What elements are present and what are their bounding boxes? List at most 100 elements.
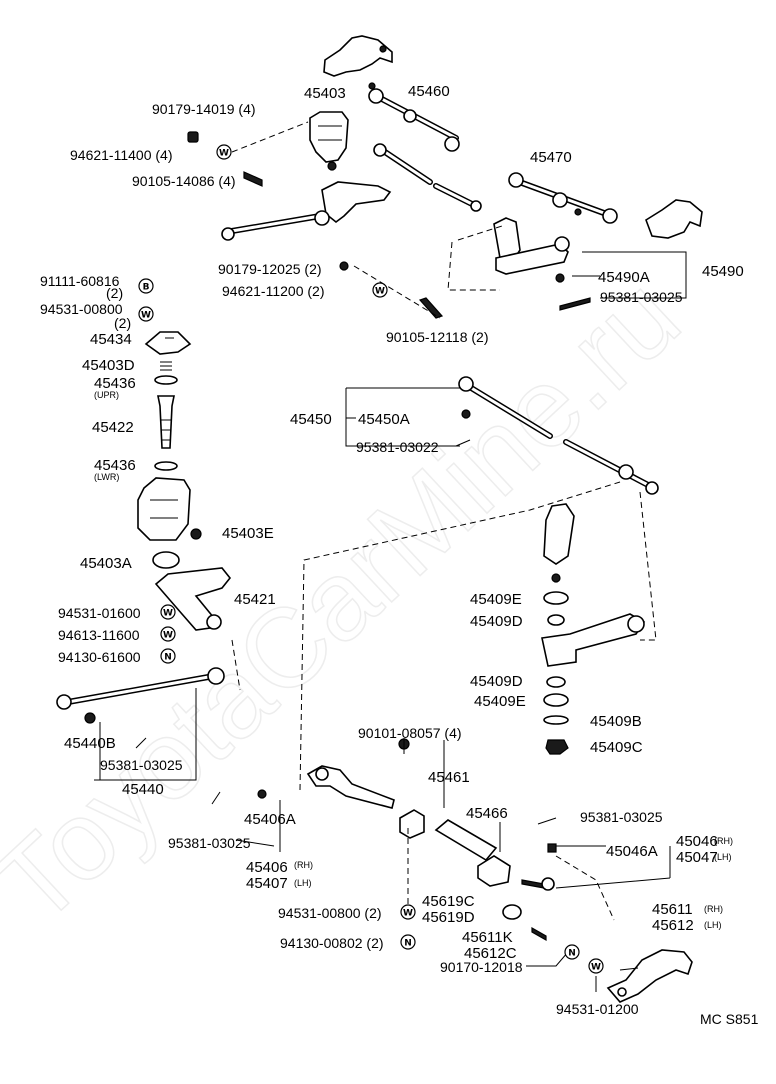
washer-upr-drawing (154, 375, 178, 385)
label-94531-00800-qty: (2) (114, 315, 131, 331)
washer-symbol: W (163, 609, 173, 619)
label-45409e-bottom: 45409E (474, 693, 526, 710)
label-45406a: 45406A (244, 811, 296, 828)
label-45612: 45612 (652, 917, 694, 934)
tie-rod-end-45406-drawing (211, 765, 395, 809)
diagram-code: MC S851 (700, 1011, 759, 1027)
label-95381-03025: 95381-03025 (600, 289, 683, 305)
label-45409b: 45409B (590, 713, 642, 730)
label-94531-00800-b: 94531-00800 (2) (278, 905, 382, 921)
label-45460: 45460 (408, 83, 450, 100)
label-91111-60816-qty: (2) (106, 285, 123, 301)
washer-symbol: W (163, 631, 173, 641)
spring-45403d-drawing (160, 361, 172, 371)
label-45436-upr: 45436 (94, 375, 136, 392)
label-94531-01600: 94531-01600 (58, 605, 141, 621)
label-upr: (UPR) (94, 390, 119, 400)
label-45409e-top: 45409E (470, 591, 522, 608)
label-94130-00802: 94130-00802 (2) (280, 935, 384, 951)
label-45409d-top: 45409D (470, 613, 523, 630)
label-lh-2: (LH) (294, 878, 312, 888)
frame-bracket-top-drawing (323, 35, 393, 77)
label-45450: 45450 (290, 411, 332, 428)
label-45403d: 45403D (82, 357, 135, 374)
label-90170-12018: 90170-12018 (440, 959, 523, 975)
shaft-45422-drawing (157, 395, 175, 449)
knuckle-arm-45611-drawing (606, 949, 693, 1003)
idler-plate-45434-drawing (144, 331, 192, 355)
bolt-symbol: B (143, 283, 150, 293)
label-95381-03025-b: 95381-03025 (100, 757, 183, 773)
label-lwr: (LWR) (94, 472, 119, 482)
damper-bracket-drawing (399, 809, 425, 839)
label-45403a: 45403A (80, 555, 132, 572)
label-90179-12025: 90179-12025 (2) (218, 261, 322, 277)
bushing-45403a-drawing (152, 551, 180, 569)
frame-bracket-hole (379, 45, 387, 53)
washer-symbol: W (403, 909, 413, 919)
nut-symbol: N (404, 939, 412, 949)
label-lh-1: (LH) (714, 852, 732, 862)
label-45409c: 45409C (590, 739, 643, 756)
label-45466: 45466 (466, 805, 508, 822)
washer-symbol: W (219, 149, 229, 159)
label-45611k: 45611K (462, 929, 513, 946)
label-94613-11600: 94613-11600 (58, 627, 140, 643)
damper-clamp-45466-drawing (477, 855, 511, 887)
tie-rod-upper-left-drawing (221, 210, 330, 241)
idler-bracket-right-drawing (541, 503, 646, 755)
idler-arm-bracket-45403-drawing (309, 111, 349, 163)
label-45409d-bottom: 45409D (470, 673, 523, 690)
label-45619c: 45619C (422, 893, 475, 910)
bolt-45611k-drawing (531, 926, 547, 942)
washer-symbol: W (591, 963, 601, 973)
part-labels: 45403 45460 90179-14019 (4) 94621-11400 … (40, 83, 759, 1027)
bolt-nut-hardware-top (187, 131, 591, 319)
label-45619d: 45619D (422, 909, 475, 926)
label-rh-3: (RH) (704, 904, 723, 914)
damper-sleeve-45461-drawing (434, 819, 498, 862)
washer-symbol: W (375, 287, 385, 297)
label-95381-03025-c: 95381-03025 (580, 809, 663, 825)
label-45421: 45421 (234, 591, 276, 608)
grommet-45619c-drawing (502, 904, 522, 920)
label-94130-61600: 94130-61600 (58, 649, 141, 665)
label-45422: 45422 (92, 419, 134, 436)
label-45407: 45407 (246, 875, 288, 892)
label-45461: 45461 (428, 769, 470, 786)
washer-lwr-drawing (154, 461, 178, 471)
label-45436-lwr: 45436 (94, 457, 136, 474)
label-45440: 45440 (122, 781, 164, 798)
pitman-arm-45490-drawing (493, 217, 570, 283)
tie-rod-45440-drawing (56, 667, 225, 749)
hardware-symbols: W W B W W W N W N N W (138, 144, 604, 974)
label-91111-60816: 91111-60816 (40, 273, 120, 289)
label-45490a: 45490A (598, 269, 650, 286)
label-rh-1: (RH) (714, 836, 733, 846)
nut-symbol: N (568, 949, 576, 959)
bracket-45403-lower-drawing (137, 477, 191, 541)
label-45612c: 45612C (464, 945, 517, 962)
label-45450a: 45450A (358, 411, 410, 428)
label-95381-03025-d: 95381-03025 (168, 835, 251, 851)
label-45440b: 45440B (64, 735, 116, 752)
centre-link-45460-drawing (368, 82, 460, 152)
washer-symbol: W (141, 311, 151, 321)
label-90101-08057: 90101-08057 (4) (358, 725, 462, 741)
tie-rod-45450-drawing (455, 376, 659, 495)
frame-bracket-right-drawing (645, 199, 703, 239)
label-rh-2: (RH) (294, 860, 313, 870)
label-45047: 45047 (676, 849, 718, 866)
label-45046: 45046 (676, 833, 718, 850)
label-94531-00800: 94531-00800 (40, 301, 123, 317)
label-94531-01200: 94531-01200 (556, 1001, 639, 1017)
nut-symbol: N (164, 653, 172, 663)
bolt-45403e-drawing (190, 528, 202, 540)
nut-45046a-drawing (547, 843, 557, 853)
label-45403: 45403 (304, 85, 346, 102)
label-45611: 45611 (652, 901, 693, 918)
label-lh-3: (LH) (704, 920, 722, 930)
label-95381-03022: 95381-03022 (356, 439, 439, 455)
